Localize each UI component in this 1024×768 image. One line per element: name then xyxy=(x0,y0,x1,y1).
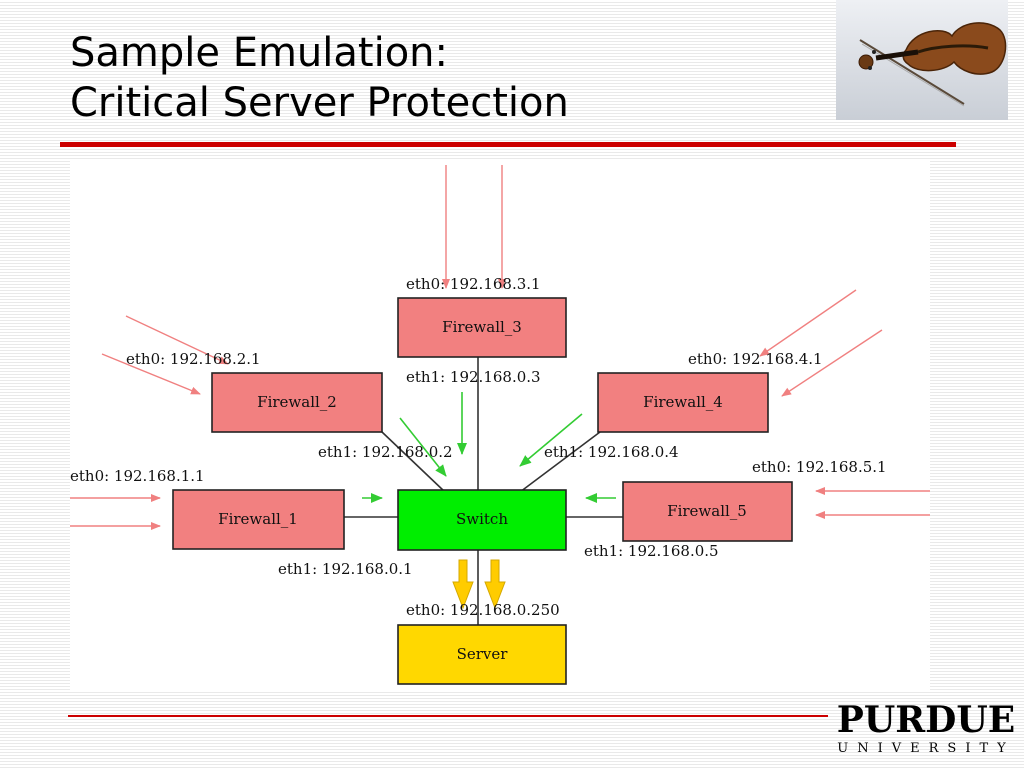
node-firewall-1-label: Firewall_1 xyxy=(218,510,298,528)
network-diagram: Firewall_3 Firewall_2 Firewall_4 Firewal… xyxy=(70,160,930,690)
interface-label-fw1-eth1: eth1: 192.168.0.1 xyxy=(278,560,413,578)
purdue-logo-subtitle: UNIVERSITY xyxy=(837,741,1015,756)
interface-label-fw2-eth1: eth1: 192.168.0.2 xyxy=(318,443,453,461)
forward-arrow-fw2 xyxy=(399,417,447,477)
interface-label-fw3-eth1: eth1: 192.168.0.3 xyxy=(406,368,541,386)
node-firewall-5[interactable]: Firewall_5 xyxy=(622,481,793,542)
traffic-arrow-fw4-b xyxy=(781,329,883,397)
node-server[interactable]: Server xyxy=(397,624,567,685)
slide-title: Sample Emulation: Critical Server Protec… xyxy=(70,28,569,128)
node-firewall-4[interactable]: Firewall_4 xyxy=(597,372,769,433)
traffic-arrow-fw2-a xyxy=(125,315,229,365)
traffic-arrows xyxy=(70,165,930,530)
node-firewall-3[interactable]: Firewall_3 xyxy=(397,297,567,358)
node-firewall-5-label: Firewall_5 xyxy=(667,502,747,520)
slide-title-line-2: Critical Server Protection xyxy=(70,80,569,126)
violin-icon xyxy=(858,22,1007,107)
node-firewall-3-label: Firewall_3 xyxy=(442,318,522,336)
node-firewall-1[interactable]: Firewall_1 xyxy=(172,489,345,550)
violin-logo xyxy=(836,0,1008,120)
node-switch[interactable]: Switch xyxy=(397,489,567,551)
interface-label-fw5-eth1: eth1: 192.168.0.5 xyxy=(584,542,719,560)
node-firewall-2[interactable]: Firewall_2 xyxy=(211,372,383,433)
footer-divider xyxy=(68,715,828,717)
traffic-arrow-fw2-b xyxy=(101,353,201,395)
interface-label-fw4-eth1: eth1: 192.168.0.4 xyxy=(544,443,679,461)
link-firewall-2-switch xyxy=(381,431,446,493)
delivery-arrows xyxy=(452,559,506,610)
delivery-arrow-right xyxy=(484,559,506,610)
purdue-logo-name: PURDUE xyxy=(836,699,1016,741)
network-links xyxy=(344,357,623,625)
node-firewall-2-label: Firewall_2 xyxy=(257,393,337,411)
delivery-arrow-left xyxy=(452,559,474,610)
interface-label-fw5-eth0: eth0: 192.168.5.1 xyxy=(752,458,887,476)
purdue-logo: PURDUE UNIVERSITY xyxy=(836,700,1016,768)
traffic-arrow-fw4-a xyxy=(759,289,857,357)
interface-label-fw1-eth0: eth0: 192.168.1.1 xyxy=(70,467,205,485)
interface-label-fw4-eth0: eth0: 192.168.4.1 xyxy=(688,350,823,368)
interface-label-fw2-eth0: eth0: 192.168.2.1 xyxy=(126,350,261,368)
interface-label-server-eth0: eth0: 192.168.0.250 xyxy=(406,601,560,619)
title-divider xyxy=(60,142,956,147)
link-firewall-4-switch xyxy=(519,431,601,493)
node-server-label: Server xyxy=(457,645,509,663)
forward-arrows xyxy=(362,392,616,503)
node-firewall-4-label: Firewall_4 xyxy=(643,393,723,411)
forward-arrow-fw4 xyxy=(519,413,583,467)
network-diagram-canvas: Firewall_3 Firewall_2 Firewall_4 Firewal… xyxy=(70,165,930,685)
node-switch-label: Switch xyxy=(456,510,508,528)
interface-label-fw3-eth0: eth0: 192.168.3.1 xyxy=(406,275,541,293)
slide-title-line-1: Sample Emulation: xyxy=(70,30,449,76)
